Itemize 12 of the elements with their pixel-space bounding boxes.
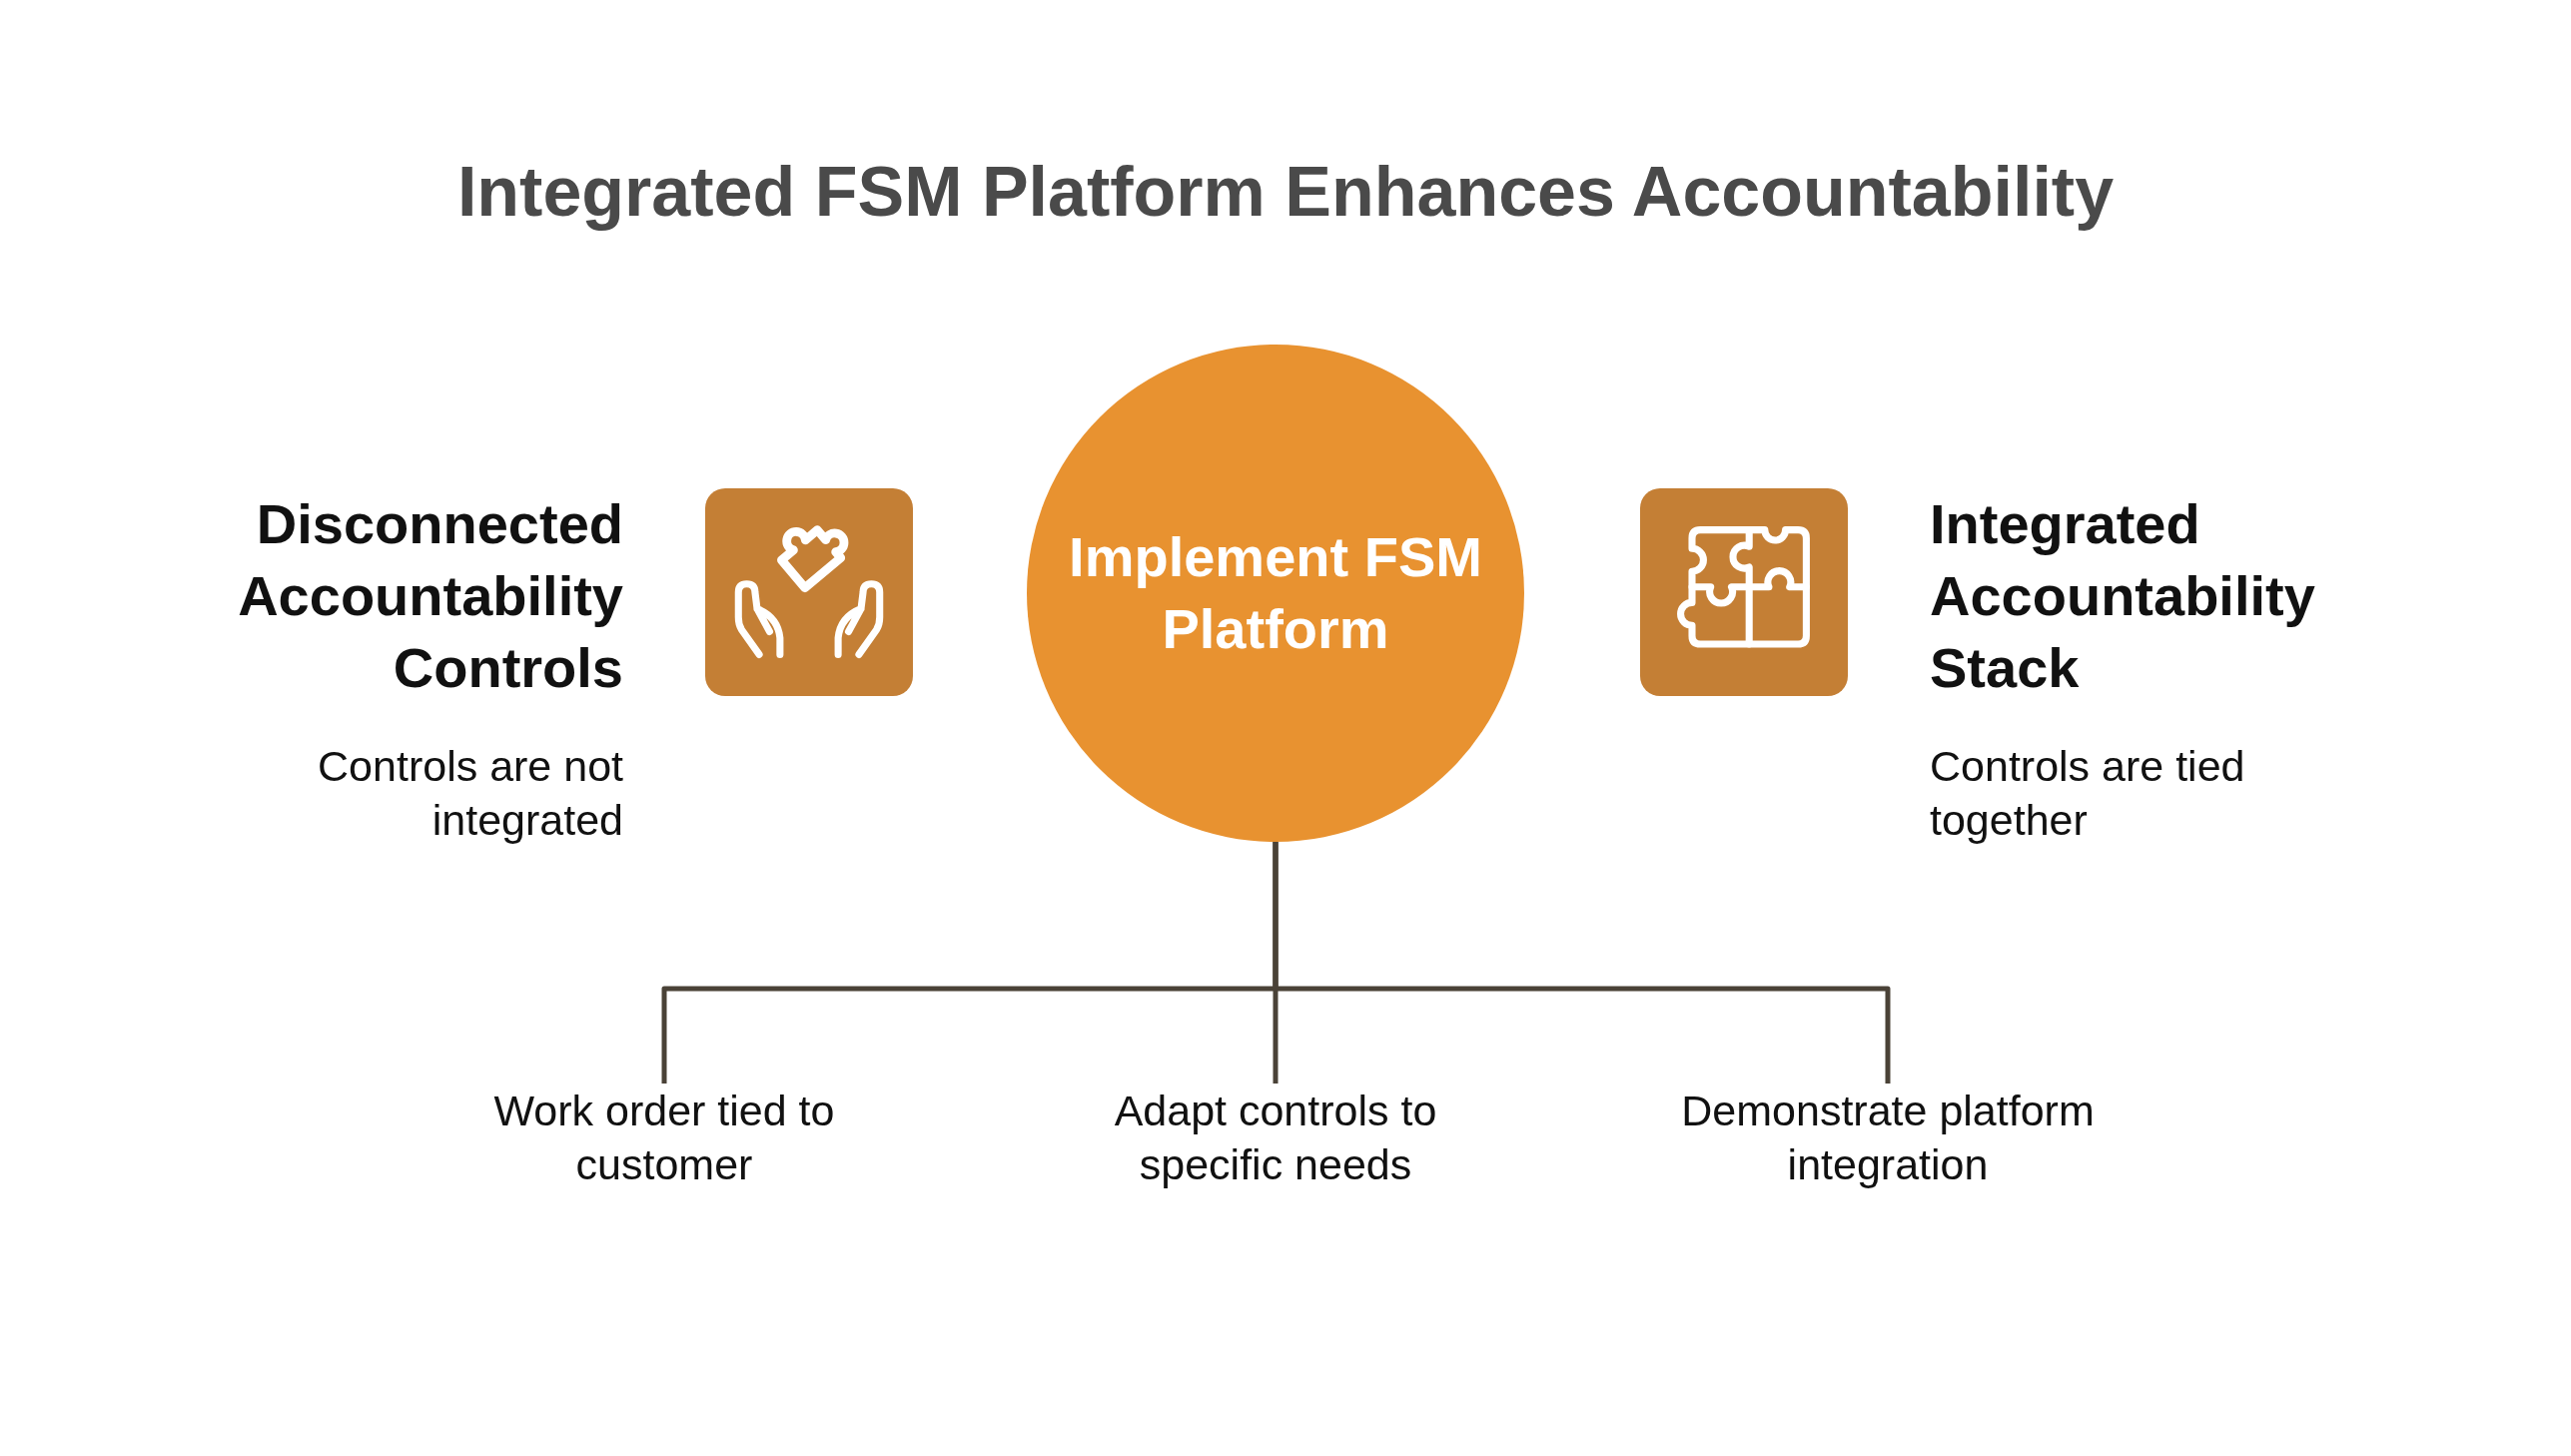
state-description: Controls are tied together (1930, 741, 2246, 846)
puzzle-pieces-icon (1640, 488, 1848, 696)
state-heading: Disconnected Accountability Controls (237, 491, 623, 701)
circle-label: Implement FSM Platform (1068, 524, 1483, 662)
branch-label: Work order tied to customer (492, 1084, 836, 1191)
branch-label: Adapt controls to specific needs (1113, 1084, 1438, 1191)
diagram-title: Integrated FSM Platform Enhances Accountability (456, 152, 2115, 233)
connector-line (1273, 842, 1891, 1084)
hands-holding-puzzle-icon (705, 488, 913, 696)
state-heading: Integrated Accountability Stack (1930, 491, 2316, 701)
state-description: Controls are not integrated (317, 741, 623, 846)
branch-label: Demonstrate platform integration (1680, 1084, 2096, 1191)
